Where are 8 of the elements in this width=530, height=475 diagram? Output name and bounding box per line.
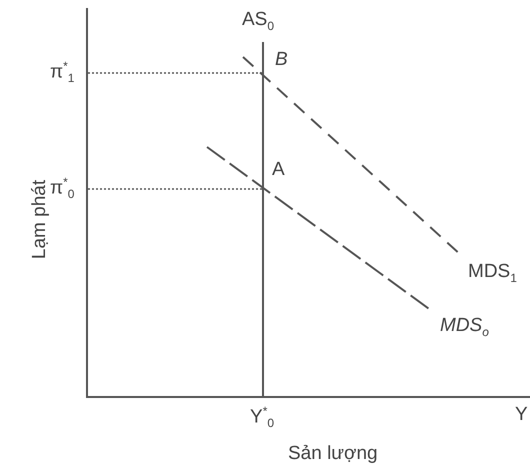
axis-value-label: Y — [515, 405, 528, 424]
curve-label: MDS$_{1}$ — [468, 262, 517, 284]
curve-label: MDS$_{o}$ — [440, 316, 489, 338]
point-label: A — [272, 160, 285, 179]
point-label: B — [275, 50, 288, 69]
axis-title: Lạm phát — [30, 180, 50, 260]
curve-label: AS$_{0}$ — [242, 10, 274, 32]
axis-title: Sản lượng — [288, 444, 378, 463]
